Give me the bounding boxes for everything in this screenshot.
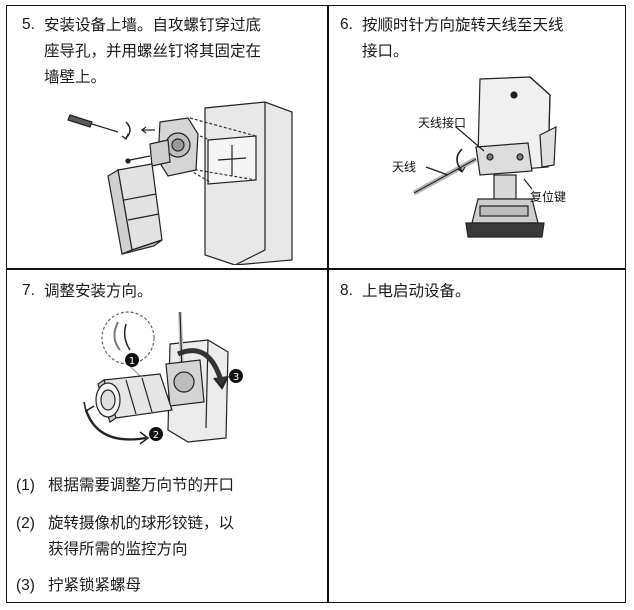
step-number: 6.	[340, 16, 353, 33]
step-number: 7.	[22, 282, 35, 299]
substep-number: (2)	[16, 515, 35, 532]
wall-mount-illustration	[67, 101, 293, 265]
step-text: 上电启动设备。	[362, 282, 471, 300]
substep-text: 拧紧锁紧螺母	[48, 576, 142, 594]
step-text: 调整安装方向。	[44, 282, 153, 300]
substep-3: (3) 拧紧锁紧螺母	[16, 572, 141, 599]
callout-1: 1	[129, 356, 135, 367]
callout-3: 3	[233, 372, 239, 383]
step-6: 6. 按顺时针方向旋转天线至天线 接口。	[340, 12, 620, 64]
step-7: 7. 调整安装方向。	[22, 278, 318, 304]
antenna-illustration: 天线接口 天线 复位键	[392, 76, 566, 238]
substep-number: (3)	[16, 577, 35, 594]
row-divider	[7, 268, 625, 270]
substep-1: (1) 根据需要调整万向节的开口	[16, 472, 234, 499]
step-8: 8. 上电启动设备。	[340, 278, 620, 304]
step-text: 安装设备上墙。自攻螺钉穿过底 座导孔，并用螺丝钉将其固定在 墙壁上。	[44, 16, 262, 86]
substep-text: 旋转摄像机的球形铰链，以 获得所需的监控方向	[48, 514, 235, 558]
column-divider	[327, 6, 329, 602]
step-text: 按顺时针方向旋转天线至天线 接口。	[362, 16, 564, 60]
adjust-direction-illustration: 1 2 3	[83, 311, 243, 445]
callout-2: 2	[153, 430, 159, 441]
label-antenna: 天线	[392, 160, 416, 174]
label-reset: 复位键	[530, 189, 566, 204]
step-number: 5.	[22, 16, 35, 33]
instruction-table	[6, 5, 626, 603]
substep-text: 根据需要调整万向节的开口	[48, 476, 235, 494]
callout-markers: 1 2 3	[125, 353, 243, 441]
step-number: 8.	[340, 282, 353, 299]
substep-number: (1)	[16, 477, 35, 494]
step-5: 5. 安装设备上墙。自攻螺钉穿过底 座导孔，并用螺丝钉将其固定在 墙壁上。	[22, 12, 318, 90]
screwdriver-icon	[67, 114, 119, 133]
label-antenna-port: 天线接口	[418, 115, 466, 130]
substep-2: (2) 旋转摄像机的球形铰链，以 获得所需的监控方向	[16, 510, 234, 562]
